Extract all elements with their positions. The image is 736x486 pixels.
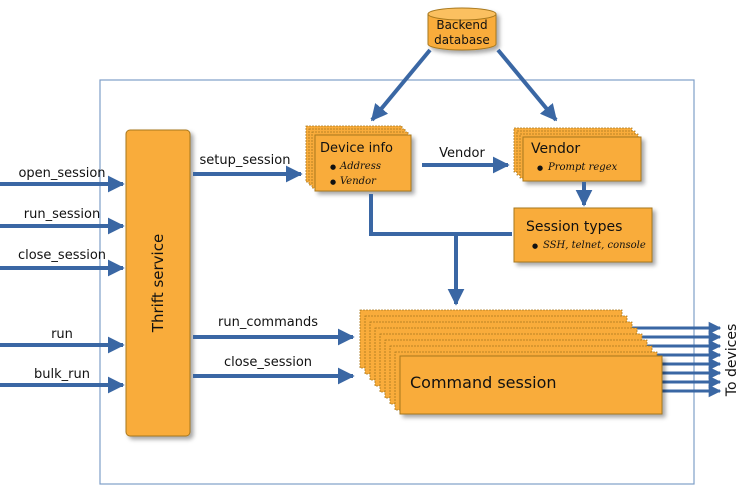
database-label-line1: Backend (436, 18, 487, 32)
to-devices-label: To devices (724, 324, 736, 397)
device-info-stack (305, 125, 412, 192)
bulk-run-label: bulk_run (34, 367, 90, 382)
thrift-service-label: Thrift service (149, 234, 167, 333)
device-info-title: Device info (320, 141, 393, 156)
device-info-bullet-1: ● (330, 163, 336, 171)
vendor-box-title: Vendor (531, 141, 580, 157)
session-types-title: Session types (526, 219, 622, 235)
session-types-box (513, 207, 653, 263)
device-info-connector (369, 194, 512, 236)
close-session-label: close_session (224, 355, 312, 370)
device-info-item-vendor: Vendor (340, 176, 377, 187)
backend-database (427, 7, 497, 51)
command-session-box (399, 355, 663, 415)
close-session-input-label: close_session (18, 248, 106, 263)
device-info-bullet-2: ● (330, 178, 336, 186)
command-session-title: Command session (410, 373, 557, 392)
run-label: run (51, 327, 73, 342)
vendor-box-item-prompt: Prompt regex (547, 162, 618, 173)
vendor-box-bullet: ● (537, 164, 543, 172)
to-devices-arrows (630, 321, 722, 398)
system-boundary (99, 79, 695, 485)
run-session-label: run_session (24, 207, 100, 222)
run-commands-label: run_commands (218, 315, 318, 330)
open-session-label: open_session (18, 166, 105, 181)
database-label-line2: database (434, 33, 490, 47)
command-session-stack (359, 309, 663, 415)
db-to-device-info-arrow (370, 48, 432, 122)
vendor-stack (513, 127, 642, 182)
thrift-service-box (125, 129, 191, 437)
session-types-bullet: ● (532, 242, 538, 250)
vendor-flow-label: Vendor (439, 146, 485, 161)
session-types-item: SSH, telnet, console (543, 240, 646, 251)
device-info-item-address: Address (339, 161, 381, 172)
setup-session-label: setup_session (200, 153, 291, 168)
db-to-vendor-arrow (496, 48, 558, 122)
